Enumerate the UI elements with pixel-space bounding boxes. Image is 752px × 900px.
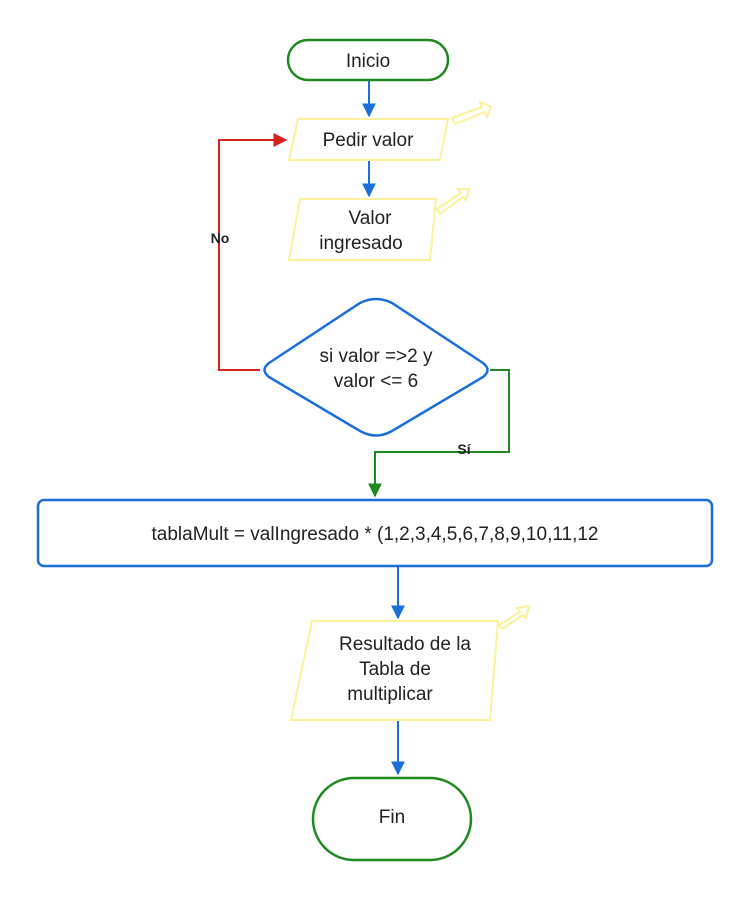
output-arrow-icon xyxy=(497,604,531,631)
start-node: Inicio xyxy=(286,38,450,82)
process-node: tablaMult = valIngresado * (1,2,3,4,5,6,… xyxy=(36,498,714,568)
input-value-line-1: Valor xyxy=(349,208,393,229)
output-line-2: Tabla de xyxy=(359,659,431,680)
end-node: Fin xyxy=(311,776,473,862)
connector-yes-branch xyxy=(368,369,510,498)
input-arrow-icon xyxy=(450,100,493,126)
process-label: tablaMult = valIngresado * (1,2,3,4,5,6,… xyxy=(152,524,599,545)
output-line-1: Resultado de la xyxy=(339,634,471,655)
output-node: Resultado de la Tabla de multiplicar xyxy=(289,604,531,721)
input-prompt-node: Pedir valor xyxy=(287,100,493,161)
input-value-node: Valor ingresado xyxy=(287,188,471,261)
connector-no-loop xyxy=(218,133,288,371)
decision-line-2: valor <= 6 xyxy=(334,371,419,392)
output-line-3: multiplicar xyxy=(347,684,433,705)
end-node-label: Fin xyxy=(379,807,405,828)
no-branch-label: No xyxy=(211,230,230,246)
input-prompt-label: Pedir valor xyxy=(323,130,414,151)
yes-branch-label: Sí xyxy=(457,441,471,457)
input-value-line-2: ingresado xyxy=(319,233,402,254)
start-node-label: Inicio xyxy=(346,51,390,72)
input-arrow-icon xyxy=(435,188,471,216)
decision-line-1: si valor =>2 y xyxy=(320,346,433,367)
decision-node: si valor =>2 y valor <= 6 xyxy=(263,297,489,437)
